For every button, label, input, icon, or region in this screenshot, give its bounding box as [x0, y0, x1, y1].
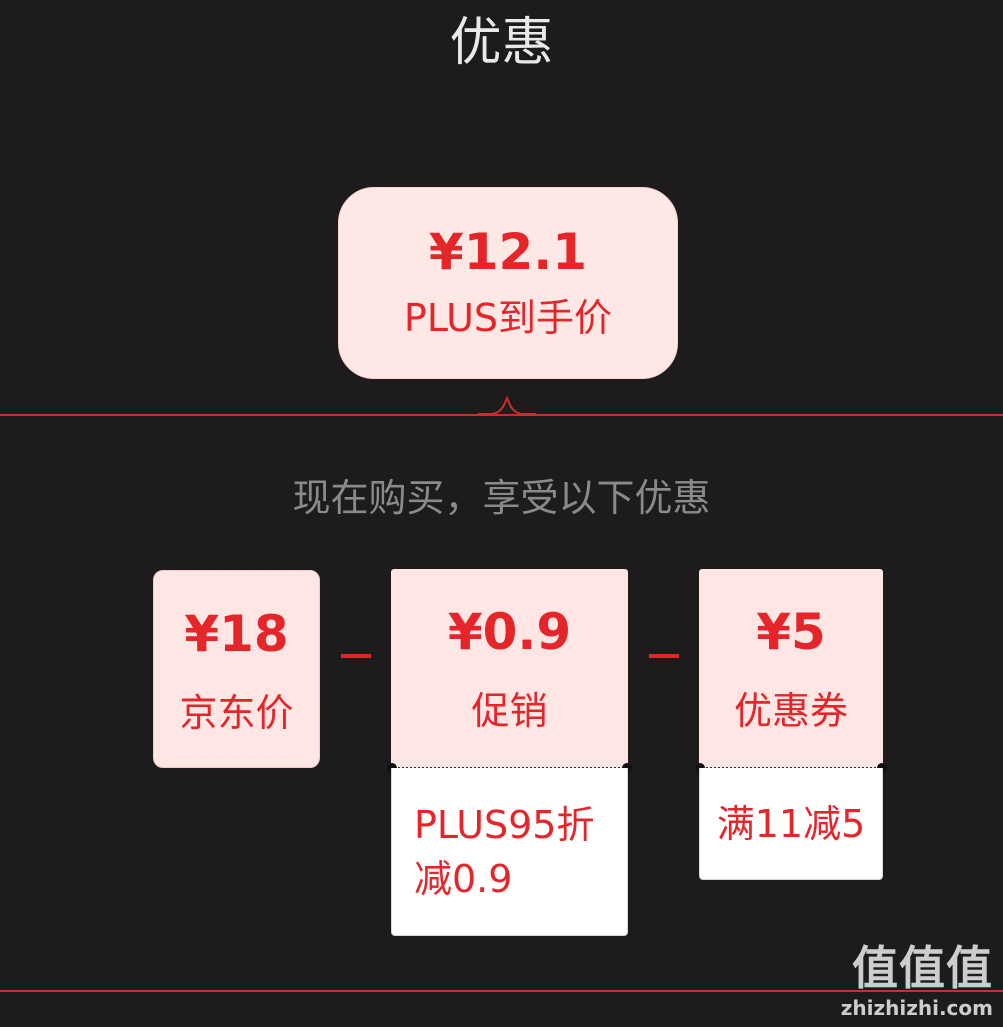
final-price-amount: ¥12.1 [428, 223, 588, 281]
top-divider [0, 414, 1003, 416]
coupon-amount: ¥5 [756, 603, 826, 661]
discount-subtitle: 现在购买，享受以下优惠 [292, 476, 711, 520]
watermark-logo-text: 值值值 [852, 941, 993, 995]
jd-price-label: 京东价 [179, 691, 294, 735]
jd-price-card: ¥18 京东价 [153, 570, 320, 768]
final-price-label: PLUS到手价 [403, 296, 613, 340]
page-title: 优惠 [449, 13, 554, 73]
minus-icon [341, 654, 371, 658]
plus-final-price-card: ¥12.1 PLUS到手价 [338, 187, 678, 379]
promo-detail: PLUS95折减0.9 [391, 768, 628, 936]
minus-icon [649, 654, 679, 658]
coupon-label: 优惠券 [733, 689, 848, 733]
promo-label: 促销 [471, 689, 548, 733]
coupon-card: ¥5 优惠券 [699, 569, 883, 768]
jd-price-amount: ¥18 [184, 605, 289, 663]
coupon-detail: 满11减5 [699, 768, 883, 880]
watermark-url: zhizhizhi.com [840, 996, 993, 1020]
promo-amount: ¥0.9 [447, 603, 572, 661]
bottom-divider [0, 990, 1003, 992]
site-watermark: 值值值 zhizhizhi.com [841, 941, 993, 1021]
promo-card: ¥0.9 促销 [391, 569, 628, 768]
divider-notch-icon [478, 395, 536, 415]
